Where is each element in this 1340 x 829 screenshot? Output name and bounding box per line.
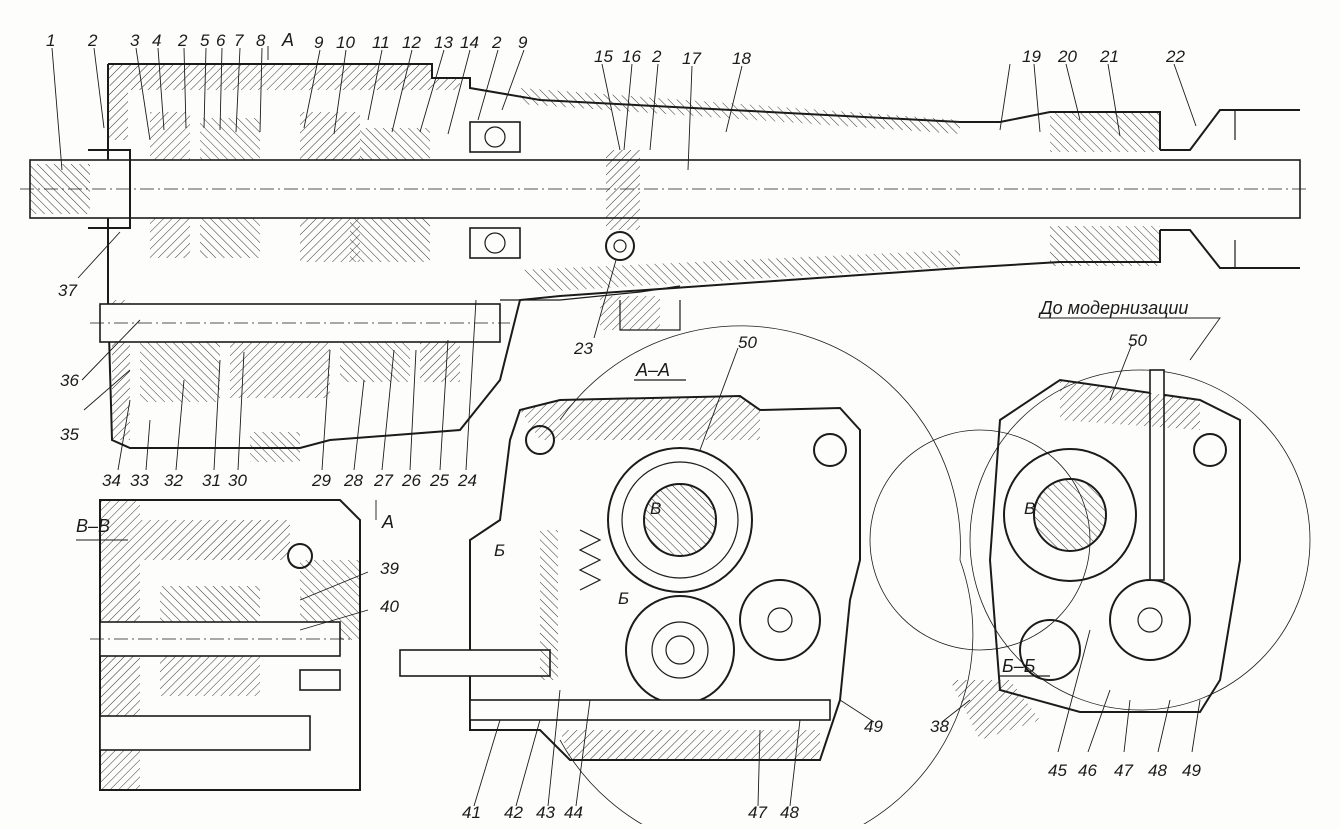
section-a-a-label: А–А	[635, 360, 670, 380]
callout-mid-0: 23	[573, 339, 593, 358]
section-labels: А–А Б–Б В–В А А До модернизации Б Б В В	[76, 30, 1188, 677]
callout-top-8: 8	[256, 31, 266, 50]
before-modernization-label: До модернизации	[1038, 298, 1188, 318]
callout-top-12: 12	[402, 33, 421, 52]
callout-top-18: 16	[622, 47, 641, 66]
callout-bottom-2: 32	[164, 471, 183, 490]
callout-top-19: 2	[651, 47, 662, 66]
callout-top-0: 1	[46, 31, 55, 50]
callout-aa-0: 41	[462, 803, 481, 822]
callout-bb-3: 47	[1114, 761, 1133, 780]
callout-bottom-7: 27	[373, 471, 393, 490]
section-a-a-view	[399, 325, 974, 829]
callout-top-17: 15	[594, 47, 613, 66]
callouts-bb-bottom: 38 45 46 47 48 49	[930, 717, 1201, 780]
callouts-aa-bottom: 41 42 43 44 47 48 49	[462, 717, 883, 822]
callout-top-11: 11	[372, 33, 390, 52]
section-b-b-label: Б–Б	[1002, 656, 1036, 676]
callout-bb-1: 45	[1048, 761, 1067, 780]
callout-aa-3: 44	[564, 803, 583, 822]
callout-top-23: 20	[1057, 47, 1077, 66]
callout-bottom-1: 33	[130, 471, 149, 490]
callout-bottom-9: 25	[429, 471, 449, 490]
callouts-bottom: 34 33 32 31 30 29 28 27 26 25 24	[102, 471, 477, 490]
callout-top-10: 10	[336, 33, 355, 52]
callout-top-24: 21	[1099, 47, 1119, 66]
callout-mid-3: 39	[380, 559, 399, 578]
callouts-mid: 23 50 50 39 40	[380, 331, 1147, 616]
arrow-v1-label: В	[650, 499, 661, 518]
callout-top-1: 2	[87, 31, 98, 50]
callout-bottom-6: 28	[343, 471, 363, 490]
callout-bb-5: 49	[1182, 761, 1201, 780]
callout-top-25: 22	[1165, 47, 1185, 66]
callouts-left: 37 36 35	[58, 281, 79, 444]
section-b-b-view	[869, 369, 1311, 740]
callout-bottom-8: 26	[401, 471, 421, 490]
callout-mid-1: 50	[738, 333, 757, 352]
callout-aa-4: 47	[748, 803, 767, 822]
main-longitudinal-section	[20, 63, 1310, 462]
callout-bottom-3: 31	[202, 471, 221, 490]
callout-top-9: 9	[314, 33, 324, 52]
section-v-v-label: В–В	[76, 516, 110, 536]
callout-mid-2: 50	[1128, 331, 1147, 350]
callout-bottom-10: 24	[457, 471, 477, 490]
leader-lines	[51, 46, 1221, 807]
callout-top-3: 4	[152, 31, 161, 50]
callout-bb-4: 48	[1148, 761, 1167, 780]
callout-top-6: 6	[216, 31, 226, 50]
callout-top-13: 13	[434, 33, 453, 52]
callout-left-2: 35	[60, 425, 79, 444]
callout-aa-6: 49	[864, 717, 883, 736]
section-marker-a-top: А	[281, 30, 294, 50]
callout-top-2: 3	[130, 31, 140, 50]
callout-bb-2: 46	[1078, 761, 1097, 780]
callout-mid-4: 40	[380, 597, 399, 616]
callout-top-21: 18	[732, 49, 751, 68]
callout-aa-1: 42	[504, 803, 523, 822]
arrow-b2-label: Б	[618, 589, 629, 608]
callout-top-15: 2	[491, 33, 502, 52]
callout-left-1: 36	[60, 371, 79, 390]
section-v-v-view	[90, 499, 361, 791]
callout-top-22: 19	[1022, 47, 1041, 66]
callout-aa-5: 48	[780, 803, 799, 822]
callout-top-4: 2	[177, 31, 188, 50]
arrow-v2-label: В	[1024, 499, 1035, 518]
callout-left-0: 37	[58, 281, 77, 300]
section-marker-a-mid: А	[381, 512, 394, 532]
callout-bottom-4: 30	[228, 471, 247, 490]
callout-top-16: 9	[518, 33, 528, 52]
callout-bb-0: 38	[930, 717, 949, 736]
callout-aa-2: 43	[536, 803, 555, 822]
callout-bottom-5: 29	[311, 471, 331, 490]
callout-top-5: 5	[200, 31, 210, 50]
callouts-top: 1 2 3 4 2 5 6 7 8 9 10 11 12 13 14 2 9 1…	[46, 31, 1185, 68]
callout-top-7: 7	[234, 31, 244, 50]
callout-top-14: 14	[460, 33, 479, 52]
arrow-b1-label: Б	[494, 541, 505, 560]
callout-bottom-0: 34	[102, 471, 121, 490]
callout-top-20: 17	[682, 49, 701, 68]
